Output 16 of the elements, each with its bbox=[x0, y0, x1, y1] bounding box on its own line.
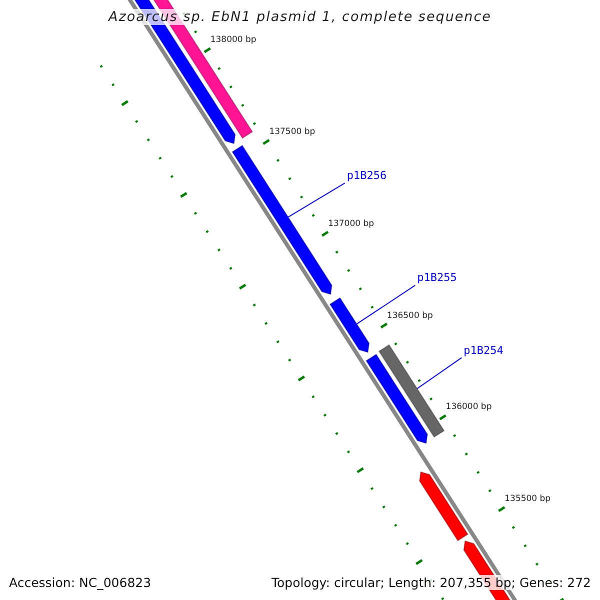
leader-line bbox=[288, 182, 346, 218]
gene-label: p1B255 bbox=[417, 272, 457, 284]
gene-label: p1B254 bbox=[464, 344, 504, 357]
footer-text: Topology: circular; Length: 207,355 bp; Genes: 272 bbox=[272, 575, 591, 590]
position-label: 138000 bp bbox=[210, 35, 256, 46]
position-label: 137000 bp bbox=[328, 218, 374, 229]
leader-line bbox=[416, 357, 462, 390]
position-label: 136000 bp bbox=[446, 402, 492, 412]
gene-feature bbox=[378, 344, 445, 438]
footer-text: Accession: NC_006823 bbox=[9, 575, 152, 590]
position-label: 136500 bp bbox=[386, 310, 433, 321]
gene-label: p1B256 bbox=[346, 170, 387, 182]
position-label: 137500 bp bbox=[269, 126, 316, 137]
leader-line bbox=[356, 284, 416, 324]
gene-feature bbox=[329, 297, 370, 354]
position-label: 135500 bp bbox=[504, 494, 551, 504]
